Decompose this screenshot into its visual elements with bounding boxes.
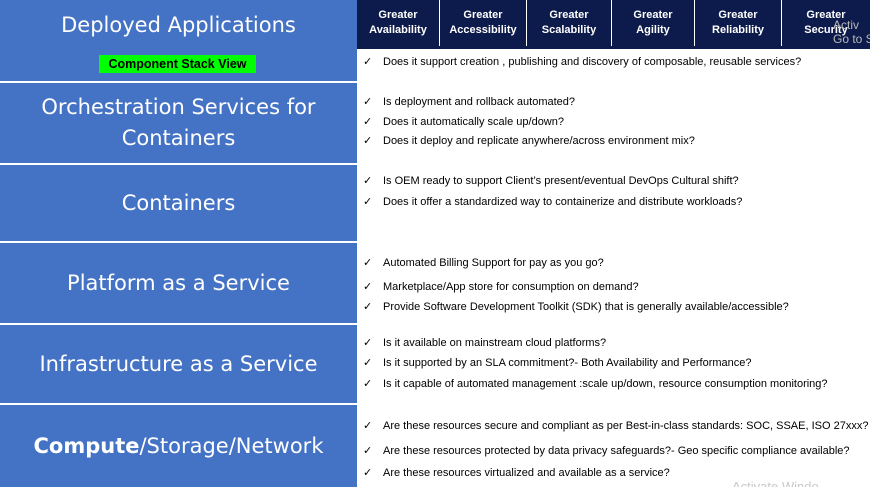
layer-platform-as-a-service: Platform as a Service bbox=[0, 243, 357, 325]
check-icon: ✓ bbox=[363, 301, 373, 313]
question-text: Is it supported by an SLA commitment?- B… bbox=[383, 357, 752, 369]
check-icon: ✓ bbox=[363, 378, 373, 390]
layer-containers: Containers bbox=[0, 165, 357, 243]
question-item: ✓ Are these resources protected by data p… bbox=[363, 444, 850, 458]
question-text: Provide Software Development Toolkit (SD… bbox=[383, 301, 789, 313]
layer-label: Platform as a Service bbox=[67, 270, 290, 295]
question-item: ✓ Is OEM ready to support Client’s presen… bbox=[363, 174, 739, 188]
layer-label: Orchestration Services for Containers bbox=[41, 95, 316, 150]
question-item: ✓ Is it supported by an SLA commitment?- … bbox=[363, 356, 752, 370]
layer-label-rest: /Storage/Network bbox=[139, 433, 324, 458]
layer-label: Deployed Applications bbox=[61, 13, 296, 37]
layer-label: Containers bbox=[121, 190, 236, 215]
question-item: ✓ Does it deploy and replicate anywhere/a… bbox=[363, 134, 695, 148]
header-line: Availability bbox=[369, 24, 427, 36]
header-line: Greater bbox=[378, 9, 418, 21]
question-text: Is it available on mainstream cloud plat… bbox=[383, 337, 607, 349]
question-item: ✓ Marketplace/App store for consumption o… bbox=[363, 280, 639, 294]
check-icon: ✓ bbox=[363, 175, 373, 187]
question-item: ✓ Is it available on mainstream cloud pla… bbox=[363, 336, 606, 350]
question-text: Is it capable of automated management :s… bbox=[383, 378, 828, 390]
header-line: Greater bbox=[806, 9, 846, 21]
question-item: ✓ Does it offer a standardized way to con… bbox=[363, 195, 742, 209]
question-item: ✓ Provide Software Development Toolkit (S… bbox=[363, 300, 789, 314]
question-item: ✓ Automated Billing Support for pay as yo… bbox=[363, 256, 604, 270]
component-stack: Deployed Applications Orchestration Serv… bbox=[0, 0, 357, 487]
question-text: Is OEM ready to support Client’s present… bbox=[383, 175, 739, 187]
question-item: ✓ Is it capable of automated management :… bbox=[363, 377, 828, 391]
layer-infrastructure-as-a-service: Infrastructure as a Service bbox=[0, 325, 357, 405]
check-icon: ✓ bbox=[363, 357, 373, 369]
header-line: Greater bbox=[549, 9, 589, 21]
question-text: Does it automatically scale up/down? bbox=[383, 116, 564, 128]
layer-label-strong: Compute bbox=[33, 433, 140, 458]
header-line: Greater bbox=[718, 9, 758, 21]
check-icon: ✓ bbox=[363, 337, 373, 349]
question-item: ✓ Are these resources virtualized and ava… bbox=[363, 466, 670, 480]
layer-label: Compute/Storage/Network bbox=[34, 431, 324, 462]
question-text: Is deployment and rollback automated? bbox=[383, 96, 576, 108]
layer-label: Infrastructure as a Service bbox=[39, 351, 318, 376]
layer-compute-storage-network: Compute/Storage/Network bbox=[0, 405, 357, 487]
header-line: Accessibility bbox=[449, 24, 517, 36]
question-text: Are these resources protected by data pr… bbox=[383, 445, 850, 457]
check-icon: ✓ bbox=[363, 467, 373, 479]
question-item: ✓ Does it automatically scale up/down? bbox=[363, 115, 564, 129]
question-text: Are these resources virtualized and avai… bbox=[383, 467, 670, 479]
header-line: Agility bbox=[636, 24, 670, 36]
question-text: Does it deploy and replicate anywhere/ac… bbox=[383, 135, 695, 147]
header-line: Reliability bbox=[712, 24, 764, 36]
layer-orchestration-services: Orchestration Services for Containers bbox=[0, 83, 357, 165]
check-icon: ✓ bbox=[363, 257, 373, 269]
check-icon: ✓ bbox=[363, 196, 373, 208]
check-icon: ✓ bbox=[363, 116, 373, 128]
question-item: ✓ Are these resources secure and complian… bbox=[363, 419, 868, 433]
question-text: Automated Billing Support for pay as you… bbox=[383, 257, 604, 269]
watermark-line: Go to S bbox=[833, 32, 870, 46]
question-item: ✓ Is deployment and rollback automated? bbox=[363, 95, 575, 109]
check-icon: ✓ bbox=[363, 281, 373, 293]
watermark-line: Activ bbox=[833, 18, 860, 32]
header-line: Greater bbox=[463, 9, 503, 21]
check-icon: ✓ bbox=[363, 420, 373, 432]
check-icon: ✓ bbox=[363, 135, 373, 147]
check-icon: ✓ bbox=[363, 445, 373, 457]
question-text: Are these resources secure and compliant… bbox=[383, 420, 869, 432]
question-text: Marketplace/App store for consumption on… bbox=[383, 281, 639, 293]
component-stack-view-badge: Component Stack View bbox=[99, 55, 256, 73]
header-line: Greater bbox=[633, 9, 673, 21]
header-line: Scalability bbox=[541, 24, 597, 36]
activation-watermark: Activate Windo bbox=[732, 479, 819, 487]
check-icon: ✓ bbox=[363, 56, 373, 68]
question-item: ✓ Does it support creation , publishing a… bbox=[363, 55, 801, 69]
check-icon: ✓ bbox=[363, 96, 373, 108]
question-text: Does it offer a standardized way to cont… bbox=[383, 196, 743, 208]
header-line: Security bbox=[804, 24, 848, 36]
question-text: Does it support creation , publishing an… bbox=[383, 56, 802, 68]
